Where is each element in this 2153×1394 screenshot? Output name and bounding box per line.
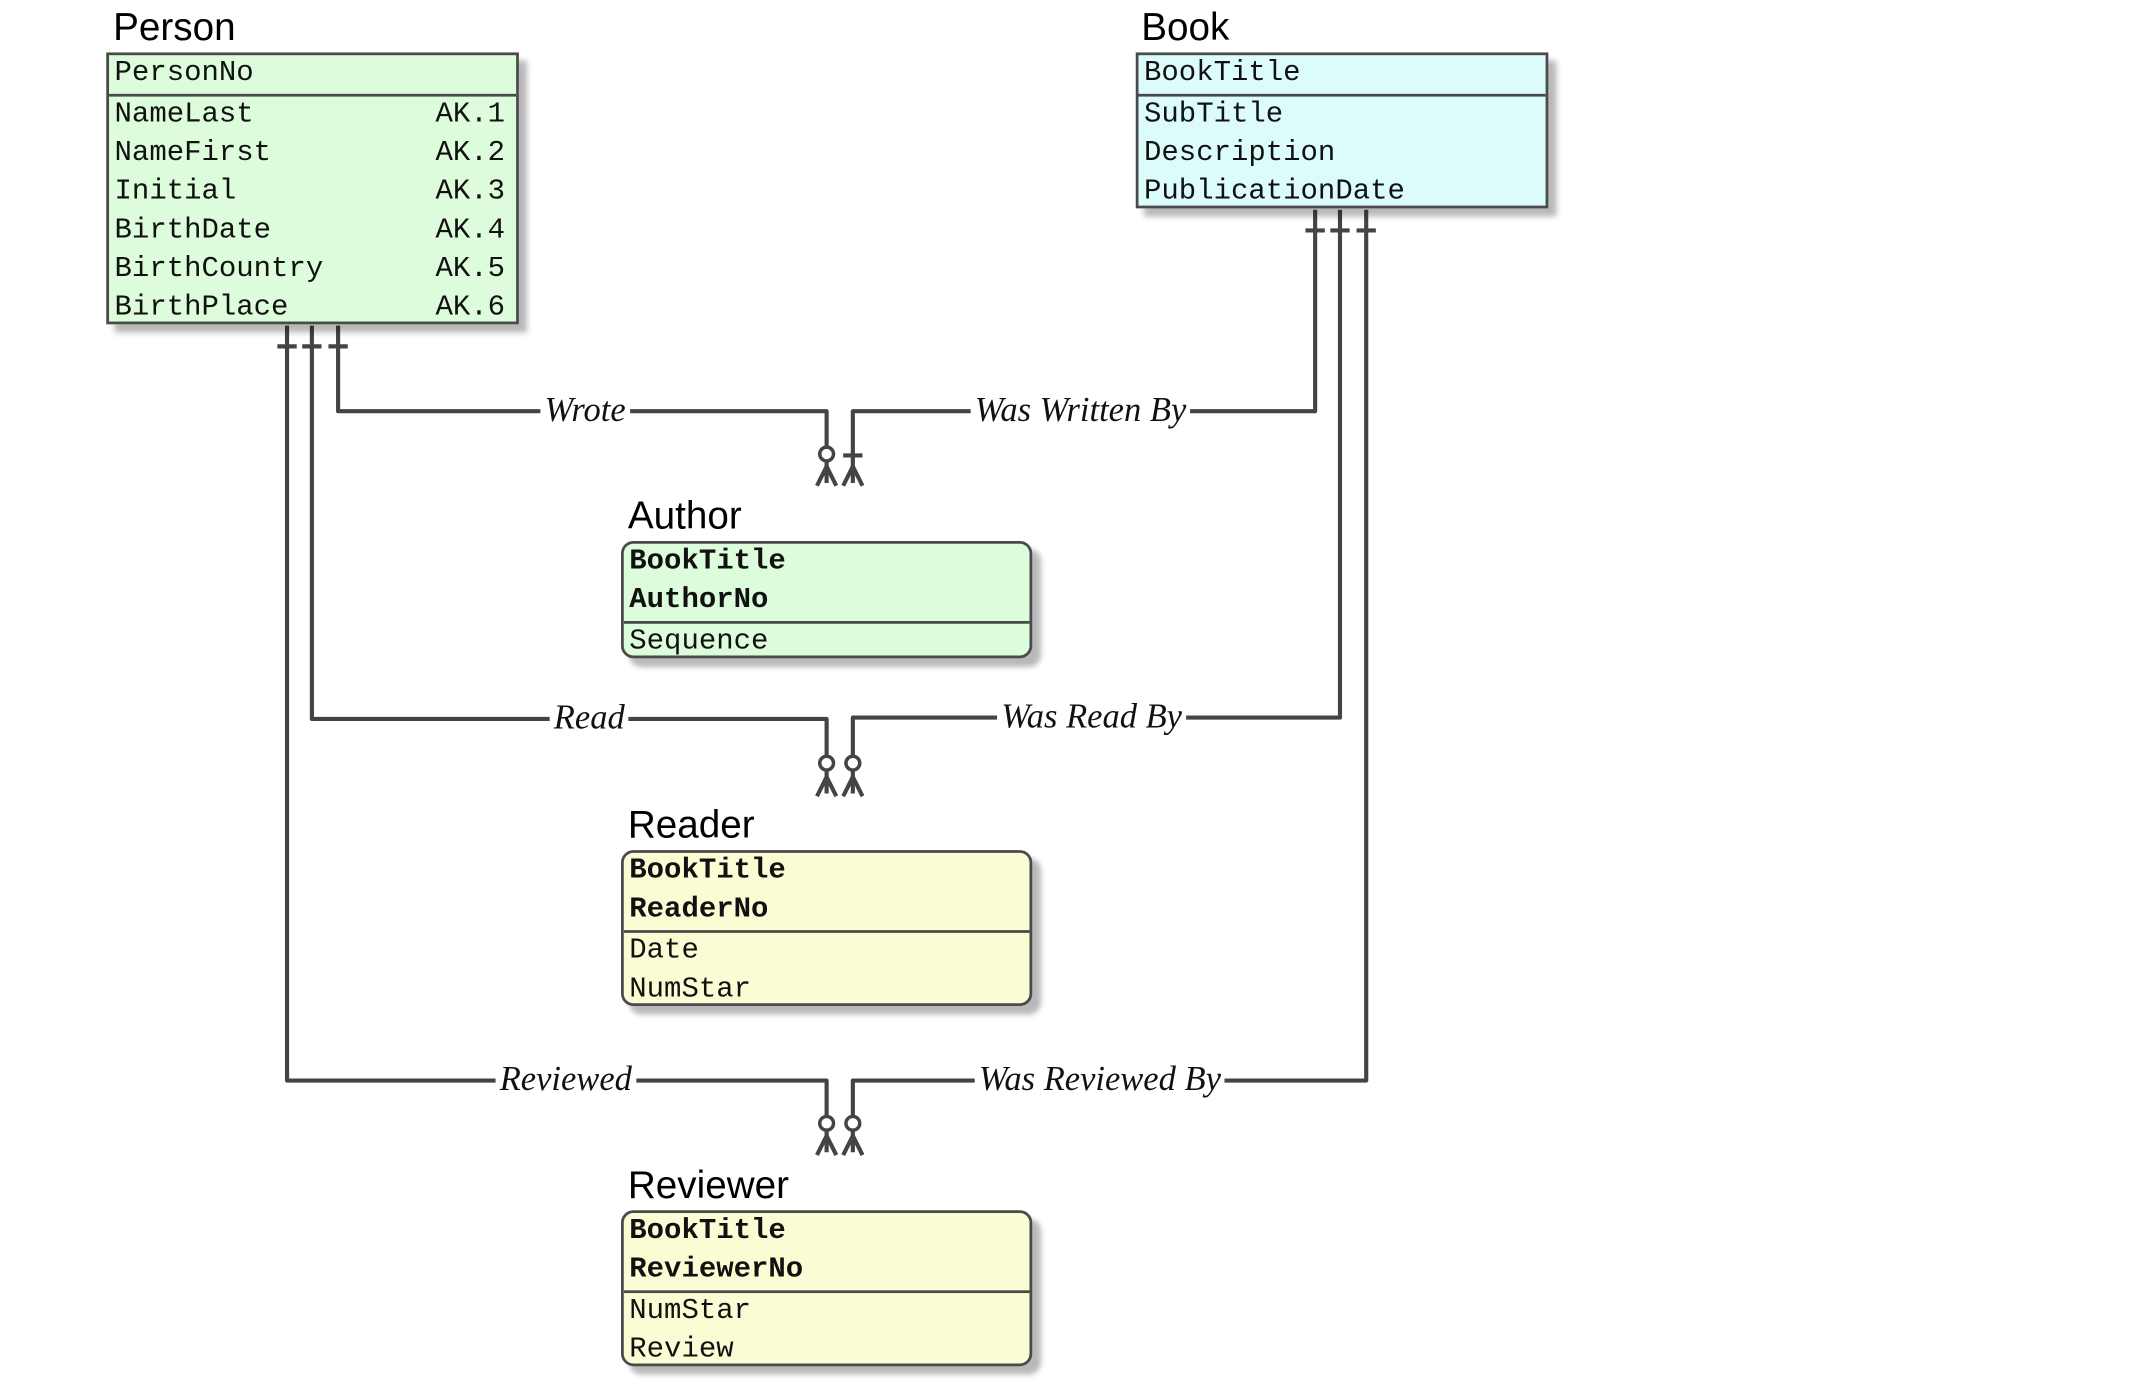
- attribute-row: Review: [629, 1334, 734, 1367]
- attribute-name: BirthPlace: [114, 292, 289, 325]
- attribute-row: Initial AK.3: [109, 174, 516, 213]
- alternate-key-tag: AK.3: [435, 176, 506, 209]
- key-section: BookTitle: [1138, 55, 1546, 97]
- attribute-section: SubTitle Description PublicationDate: [1139, 97, 1546, 209]
- attribute-section: NumStar Review: [624, 1293, 1030, 1367]
- entity-box: PersonNo NameLast AK.1 NameFirst AK.2 Init…: [106, 52, 519, 325]
- alternate-key-tag: AK.5: [435, 253, 506, 286]
- attribute-section: Sequence: [624, 624, 1030, 659]
- attribute-name: BirthCountry: [114, 253, 324, 286]
- one-markers: [277, 228, 1376, 349]
- was-written-by-line: [850, 209, 1318, 483]
- key-section: PersonNo: [109, 55, 517, 97]
- attribute-section: Date NumStar: [624, 933, 1030, 1007]
- attribute-row: BirthPlace AK.6: [109, 290, 516, 325]
- key-attribute: BookTitle: [629, 546, 786, 579]
- entity-title: Reviewer: [627, 1163, 789, 1207]
- entity-box: BookTitle ReviewerNo NumStar Review: [621, 1210, 1033, 1367]
- key-attribute: BookTitle: [629, 1215, 786, 1248]
- key-attribute: PersonNo: [114, 57, 254, 90]
- entity-title: Author: [627, 494, 742, 537]
- key-attribute: BookTitle: [1144, 57, 1301, 90]
- entity-title: Person: [113, 5, 236, 49]
- key-attribute: ReaderNo: [629, 894, 769, 926]
- optional-markers: [817, 445, 862, 1132]
- key-attribute: ReviewerNo: [629, 1254, 804, 1287]
- attribute-row: PublicationDate: [1144, 176, 1405, 209]
- attribute-row: BirthCountry AK.5: [109, 251, 516, 290]
- key-section: BookTitle ReaderNo: [623, 853, 1030, 933]
- attribute-row: Description: [1144, 138, 1336, 170]
- was-reviewed-by-line: [850, 209, 1369, 1153]
- attribute-name: Initial: [114, 176, 237, 209]
- entity-box: BookTitle SubTitle Description Publicati…: [1135, 52, 1549, 209]
- key-attribute: BookTitle: [629, 855, 786, 888]
- attribute-row: Date: [629, 935, 699, 968]
- alternate-key-tag: AK.6: [435, 292, 506, 325]
- attribute-row: BirthDate AK.4: [109, 213, 516, 252]
- key-attribute: AuthorNo: [629, 585, 769, 617]
- relationship-label-was-read-by: Was Read By: [997, 696, 1187, 739]
- relationship-label-was-reviewed-by: Was Reviewed By: [974, 1059, 1226, 1102]
- attribute-row: NumStar: [629, 974, 752, 1007]
- attribute-row: Sequence: [629, 626, 769, 659]
- entity-title: Reader: [627, 803, 755, 846]
- attribute-row: NameFirst AK.2: [109, 135, 516, 174]
- attribute-row: NameLast AK.1: [109, 97, 516, 136]
- many-markers: [815, 464, 865, 1156]
- attribute-row: SubTitle: [1144, 99, 1284, 132]
- attribute-name: NameFirst: [114, 138, 272, 170]
- relationship-label-read: Read: [549, 698, 629, 740]
- relationship-label-reviewed: Reviewed: [495, 1059, 637, 1102]
- key-section: BookTitle AuthorNo: [623, 544, 1030, 624]
- alternate-key-tag: AK.4: [435, 215, 506, 248]
- entity-title: Book: [1141, 5, 1230, 49]
- attribute-name: BirthDate: [114, 215, 272, 248]
- entity-box: BookTitle ReaderNo Date NumStar: [621, 850, 1033, 1007]
- entity-box: BookTitle AuthorNo Sequence: [621, 540, 1033, 659]
- alternate-key-tag: AK.2: [435, 138, 506, 170]
- key-section: BookTitle ReviewerNo: [623, 1213, 1030, 1294]
- relationship-label-wrote: Wrote: [540, 390, 630, 432]
- relationship-label-was-written-by: Was Written By: [970, 390, 1191, 432]
- attribute-row: NumStar: [629, 1295, 752, 1328]
- attribute-section: NameLast AK.1 NameFirst AK.2 Initial AK.3 B…: [109, 97, 516, 325]
- attribute-name: NameLast: [114, 99, 254, 132]
- alternate-key-tag: AK.1: [435, 99, 506, 132]
